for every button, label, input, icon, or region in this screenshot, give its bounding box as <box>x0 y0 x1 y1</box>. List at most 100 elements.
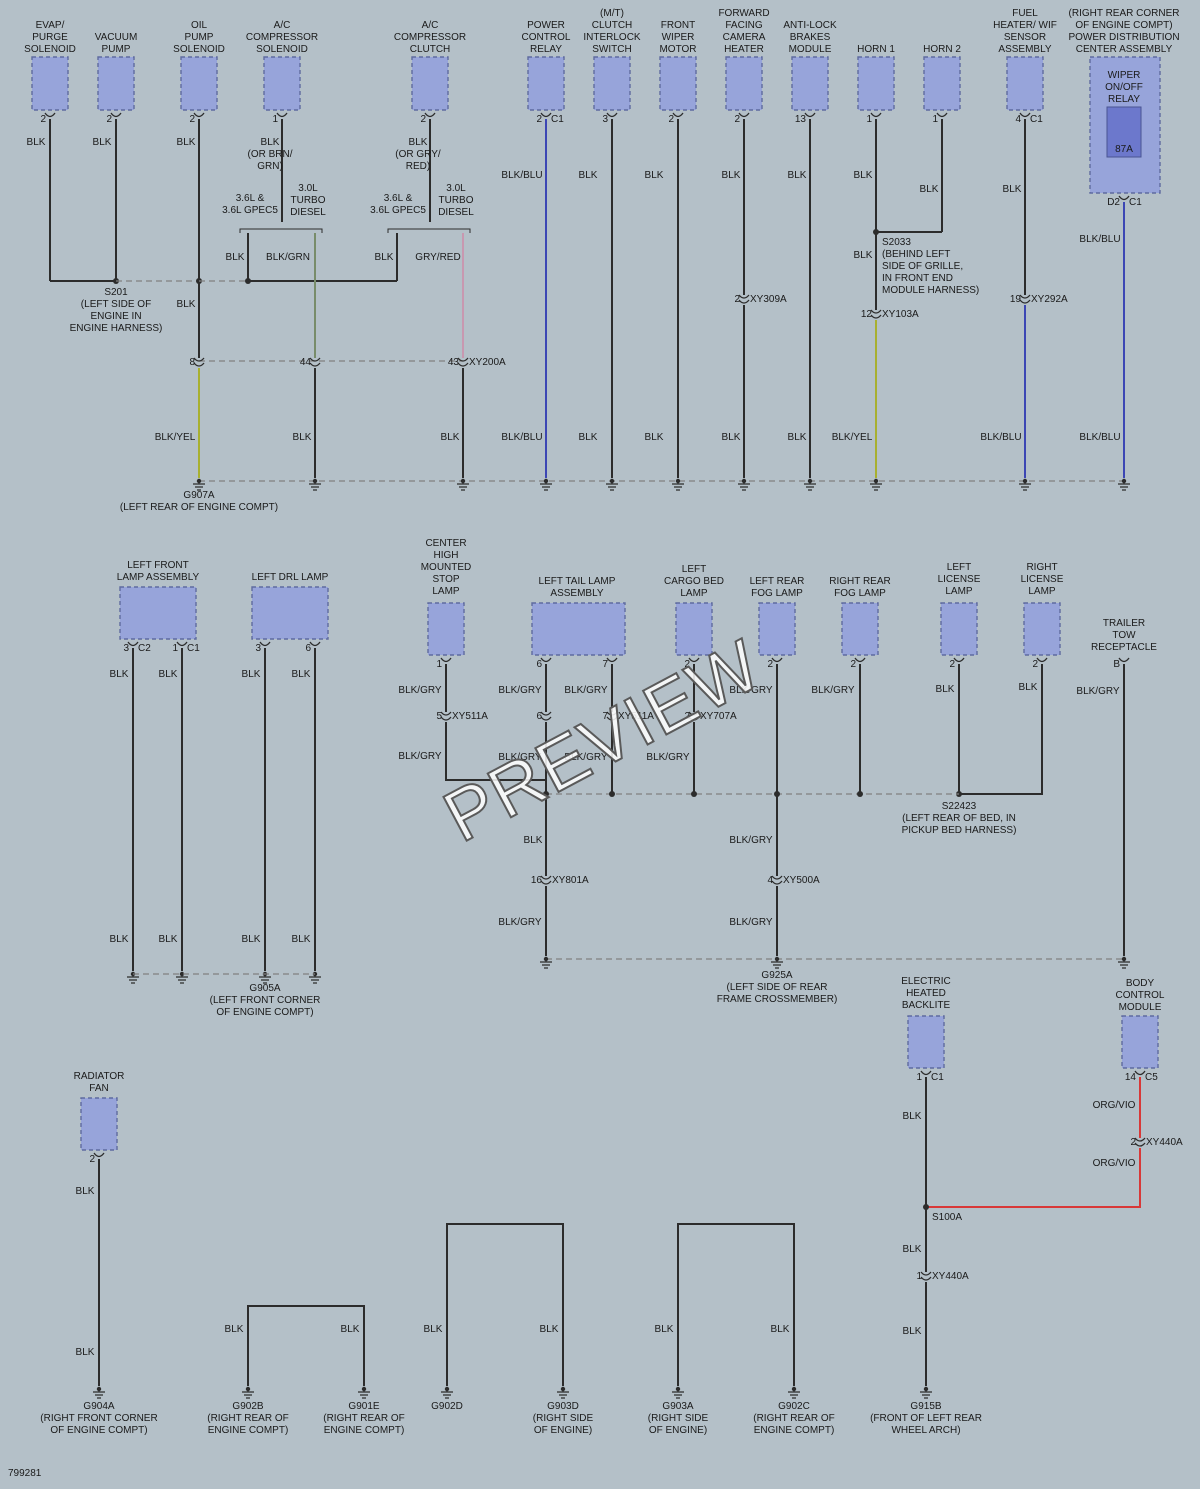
component-label: SOLENOID <box>256 44 308 55</box>
engine-variant-label: 3.6L & <box>236 193 265 204</box>
splice-label: ENGINE IN <box>90 311 141 322</box>
inline-connector-icon <box>920 1271 932 1281</box>
ground-label: G925A <box>761 970 792 981</box>
ldrl-box <box>251 586 329 640</box>
inline-connector-icon <box>870 309 882 319</box>
component-label: RIGHT REAR <box>829 576 891 587</box>
component-label: SWITCH <box>592 44 631 55</box>
wire-color-label: ORG/VIO <box>1093 1100 1136 1111</box>
ground-terminal <box>1022 478 1028 484</box>
wire-color-label: BLK <box>226 252 245 263</box>
ac-solenoid-variant-bracket <box>239 228 323 233</box>
component-label: CENTER <box>425 538 466 549</box>
component-label: HORN 2 <box>923 44 961 55</box>
wire-color-label: BLK/BLU <box>1079 432 1120 443</box>
pin-number: 2 <box>40 114 46 125</box>
oil-box <box>180 56 218 111</box>
pin-number: 1 <box>272 114 278 125</box>
ground-label: (FRONT OF LEFT REAR <box>870 1413 982 1424</box>
component-label: CLUTCH <box>410 44 451 55</box>
wire-color-label: BLK <box>424 1324 443 1335</box>
wire-color-label: BLK <box>341 1324 360 1335</box>
component-label: BODY <box>1126 978 1155 989</box>
ground-terminal <box>675 1386 681 1392</box>
wiper-relay-box <box>1106 106 1142 158</box>
wire-color-label: BLK <box>242 934 261 945</box>
component-label: TRAILER <box>1103 618 1145 629</box>
rlic-box <box>1023 602 1061 656</box>
wire-color-label: BLK <box>76 1186 95 1197</box>
component-label: LEFT REAR <box>750 576 805 587</box>
ground-terminal <box>560 1386 566 1392</box>
wire-color-label: BLK <box>645 170 664 181</box>
splice-dot <box>609 791 615 797</box>
component-label: FRONT <box>661 20 695 31</box>
component-label: CONTROL <box>522 32 571 43</box>
evap-box <box>31 56 69 111</box>
ground-terminal <box>609 478 615 484</box>
component-label: LAMP <box>432 586 460 597</box>
wire-color-label: BLK <box>771 1324 790 1335</box>
component-label: (RIGHT REAR CORNER <box>1069 8 1180 19</box>
pin-number: 2 <box>536 114 542 125</box>
component-label: POWER DISTRIBUTION <box>1068 32 1179 43</box>
ground-label: ENGINE COMPT) <box>208 1425 289 1436</box>
ground-label: G901E <box>348 1401 379 1412</box>
s2033-splice <box>873 229 879 235</box>
component-label: ASSEMBLY <box>998 44 1051 55</box>
ground-label: WHEEL ARCH) <box>891 1425 960 1436</box>
connector-pin-number: 43 <box>448 357 460 368</box>
connector-name: XY511A <box>618 711 654 722</box>
component-label: HEATED <box>906 988 946 999</box>
pin-number: 2 <box>1032 659 1038 670</box>
ground-label: (RIGHT REAR OF <box>207 1413 288 1424</box>
connector-pin-number: 2 <box>684 711 690 722</box>
ground-label: G915B <box>910 1401 941 1412</box>
pin-terminal-icon <box>1118 195 1130 201</box>
component-label: LEFT <box>682 564 706 575</box>
component-label: ELECTRIC <box>901 976 950 987</box>
component-label: ASSEMBLY <box>550 588 603 599</box>
wire-color-label: BLK <box>524 835 543 846</box>
component-label: A/C <box>274 20 291 31</box>
pin-number: 2 <box>850 659 856 670</box>
wire-color-label: BLK <box>903 1326 922 1337</box>
wire-color-label: BLK <box>110 669 129 680</box>
connector-name: XY500A <box>783 875 820 886</box>
ground-label: (RIGHT SIDE <box>533 1413 594 1424</box>
ground-jumper-wire <box>446 1223 564 1386</box>
wire-color-label: BLK/GRY <box>398 685 441 696</box>
pin-terminal-icon <box>953 657 965 663</box>
wire-color-label: BLK/GRY <box>564 752 607 763</box>
wire-color-label: BLK <box>788 432 807 443</box>
ground-terminal <box>543 478 549 484</box>
wire-color-label: BLK <box>76 1347 95 1358</box>
pin-number: 2 <box>734 114 740 125</box>
wire-color-label: BLK <box>920 184 939 195</box>
ground-terminal <box>444 1386 450 1392</box>
component-label: PUMP <box>102 44 131 55</box>
ground-label: G904A <box>83 1401 114 1412</box>
splice-dot <box>857 791 863 797</box>
pin-terminal-icon <box>920 1070 932 1076</box>
pin-number: D2 <box>1107 197 1120 208</box>
wire-color-label: BLK/GRN <box>266 252 310 263</box>
ground-label: G903A <box>662 1401 693 1412</box>
component-label: TOW <box>1112 630 1136 641</box>
engine-variant-label: TURBO <box>291 195 326 206</box>
pin-number: 1 <box>172 643 178 654</box>
inline-connector-icon <box>688 711 700 721</box>
connector-name: XY440A <box>932 1271 969 1282</box>
ground-terminal <box>460 478 466 484</box>
connector-name: XY440A <box>1146 1137 1183 1148</box>
backlite-box <box>907 1015 945 1069</box>
wire-color-label: BLK <box>788 170 807 181</box>
component-label: LICENSE <box>938 574 981 585</box>
ltail-box <box>531 602 626 656</box>
inline-connector-icon <box>1019 294 1031 304</box>
wire-color-label: BLK/YEL <box>155 432 196 443</box>
pin-terminal-icon <box>193 112 205 118</box>
engine-variant-label: DIESEL <box>290 207 326 218</box>
ground-terminal <box>873 478 879 484</box>
component-label: LEFT FRONT <box>127 560 188 571</box>
